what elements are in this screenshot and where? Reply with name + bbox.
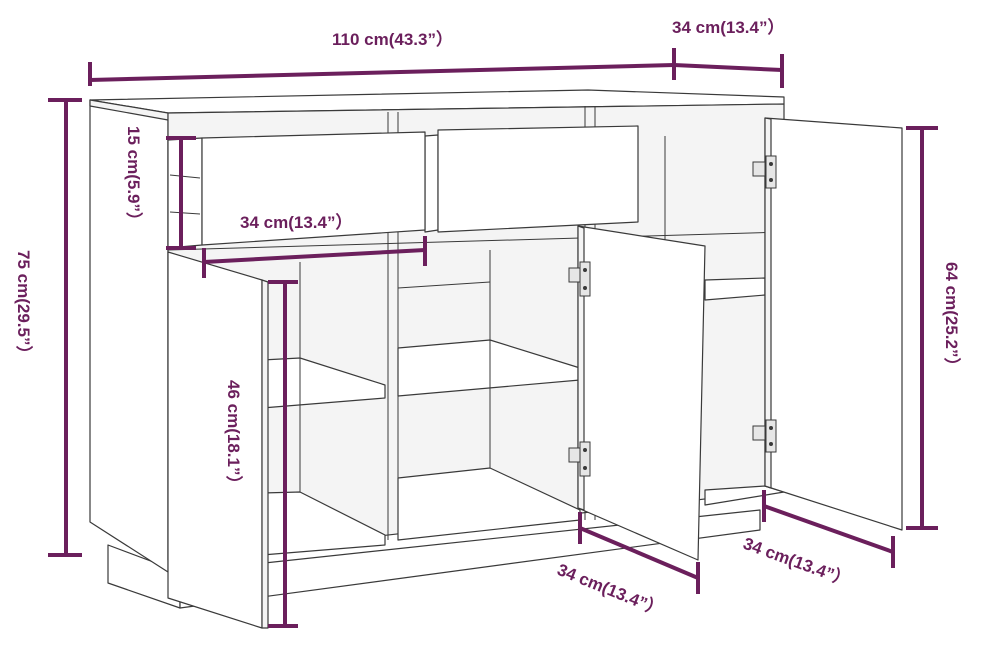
dimension-lines: [48, 48, 938, 628]
label-door-width-middle: 34 cm(13.4”）: [555, 559, 667, 620]
drawer-left: [201, 131, 426, 246]
label-drawer-width: 34 cm(13.4”）: [240, 212, 352, 232]
label-door-height-right: 64 cm(25.2”）: [942, 262, 962, 374]
dim-door-width-middle: [579, 526, 699, 580]
label-door-height-left: 46 cm(18.1”）: [224, 380, 244, 492]
hinge-icon: [752, 155, 777, 189]
sideboard-drawing: [89, 89, 903, 629]
label-total-height: 75 cm(29.5”）: [14, 250, 34, 362]
label-depth-top: 34 cm(13.4”）: [672, 17, 784, 37]
label-total-width: 110 cm(43.3”）: [332, 29, 453, 49]
dim-total-width: [89, 63, 675, 82]
drawer-right: [437, 125, 639, 233]
dim-door-width-right: [763, 504, 894, 554]
dim-depth-top: [673, 63, 783, 72]
door-left: [167, 251, 263, 629]
hinge-icon: [568, 441, 591, 477]
dim-drawer-width: [203, 248, 426, 264]
drawer-cavity-left: [167, 137, 203, 249]
door-middle: [577, 225, 706, 561]
drawer-cavity-right: [424, 134, 439, 233]
hinge-icon: [568, 261, 591, 297]
label-door-width-right: 34 cm(13.4”）: [741, 533, 854, 590]
door-right: [764, 117, 903, 531]
label-drawer-height: 15 cm(5.9”）: [124, 126, 144, 229]
hinge-icon: [752, 419, 777, 453]
